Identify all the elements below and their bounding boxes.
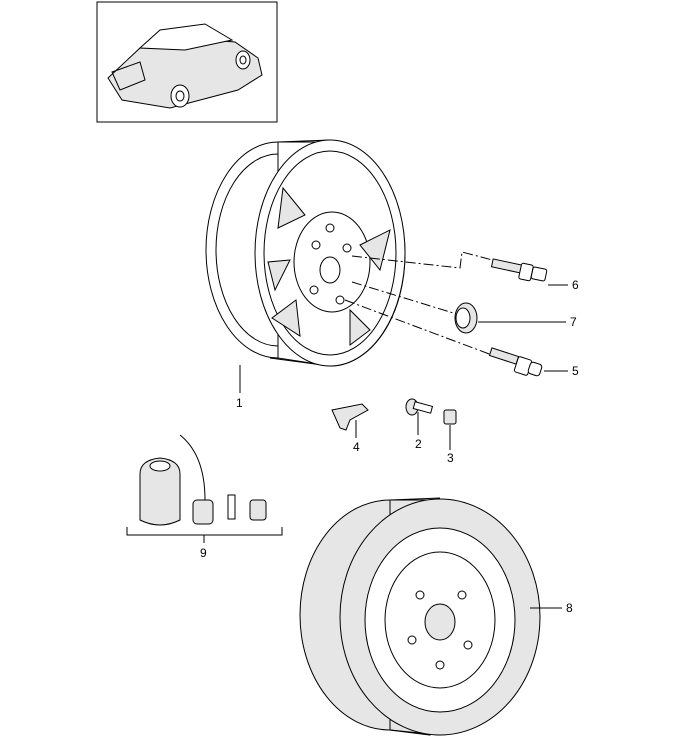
callout-7[interactable]: 7 bbox=[570, 315, 577, 329]
balance-weight[interactable] bbox=[331, 403, 369, 431]
wheel-bolt-6[interactable] bbox=[490, 258, 548, 282]
callout-5[interactable]: 5 bbox=[572, 364, 579, 378]
alloy-wheel[interactable] bbox=[205, 139, 406, 367]
tire-sealant-kit[interactable] bbox=[139, 434, 267, 526]
valve-cap[interactable] bbox=[443, 409, 457, 425]
vehicle-thumbnail[interactable] bbox=[96, 1, 278, 123]
callout-1[interactable]: 1 bbox=[236, 396, 243, 410]
tire-valve[interactable] bbox=[405, 398, 434, 416]
spare-wheel[interactable] bbox=[299, 497, 541, 736]
center-cap[interactable] bbox=[454, 302, 478, 334]
callout-4[interactable]: 4 bbox=[353, 440, 360, 454]
wheel-bolt-5[interactable] bbox=[488, 347, 543, 377]
callout-8[interactable]: 8 bbox=[566, 601, 573, 615]
callout-6[interactable]: 6 bbox=[572, 278, 579, 292]
callout-3[interactable]: 3 bbox=[447, 451, 454, 465]
callout-2[interactable]: 2 bbox=[415, 437, 422, 451]
callout-9[interactable]: 9 bbox=[200, 546, 207, 560]
